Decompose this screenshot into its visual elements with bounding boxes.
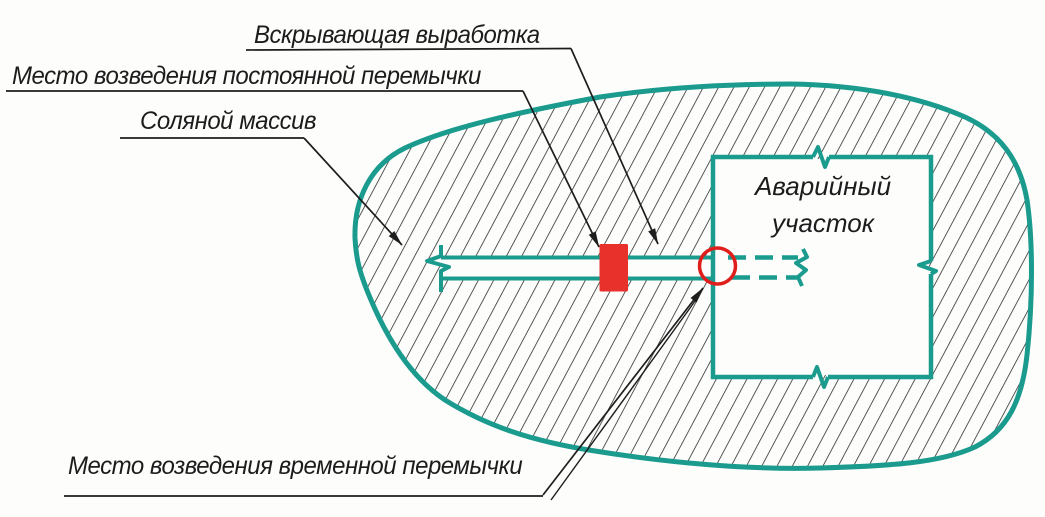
emergency-border-bottom-break-symbol [811,365,830,389]
temporary-bulkhead-marker [697,246,738,286]
opening-excavation-tunnel [441,259,715,277]
leader-salt-massif [303,137,403,246]
leader-temporary-bulkhead [542,287,704,496]
leader-opening-excavation [570,48,659,245]
permanent-bulkhead-marker [599,244,628,292]
label-permanent-bulkhead-location: Место возведения постоянной перемычки [12,62,481,90]
underline-opening-excavation [245,47,572,51]
leader-temporary-bulkhead-second-stroke [550,296,699,501]
tunnel-break-symbol [425,245,451,292]
emergency-border-top-break-symbol [811,145,831,169]
label-emergency-area-line2: участок [771,208,875,238]
emergency-border-right-break-symbol [917,259,938,276]
label-emergency-area: Аварийный участок [714,168,932,242]
tunnel-dashed-end-break-symbol [794,248,809,287]
emergency-area [715,159,929,375]
label-emergency-area-line1: Аварийный [754,171,892,201]
leader-permanent-bulkhead [522,90,600,248]
label-salt-massif: Соляной массив [140,107,317,135]
label-opening-excavation: Вскрывающая выработка [254,21,540,49]
label-temporary-bulkhead-location: Место возведения временной перемычки [68,452,523,480]
